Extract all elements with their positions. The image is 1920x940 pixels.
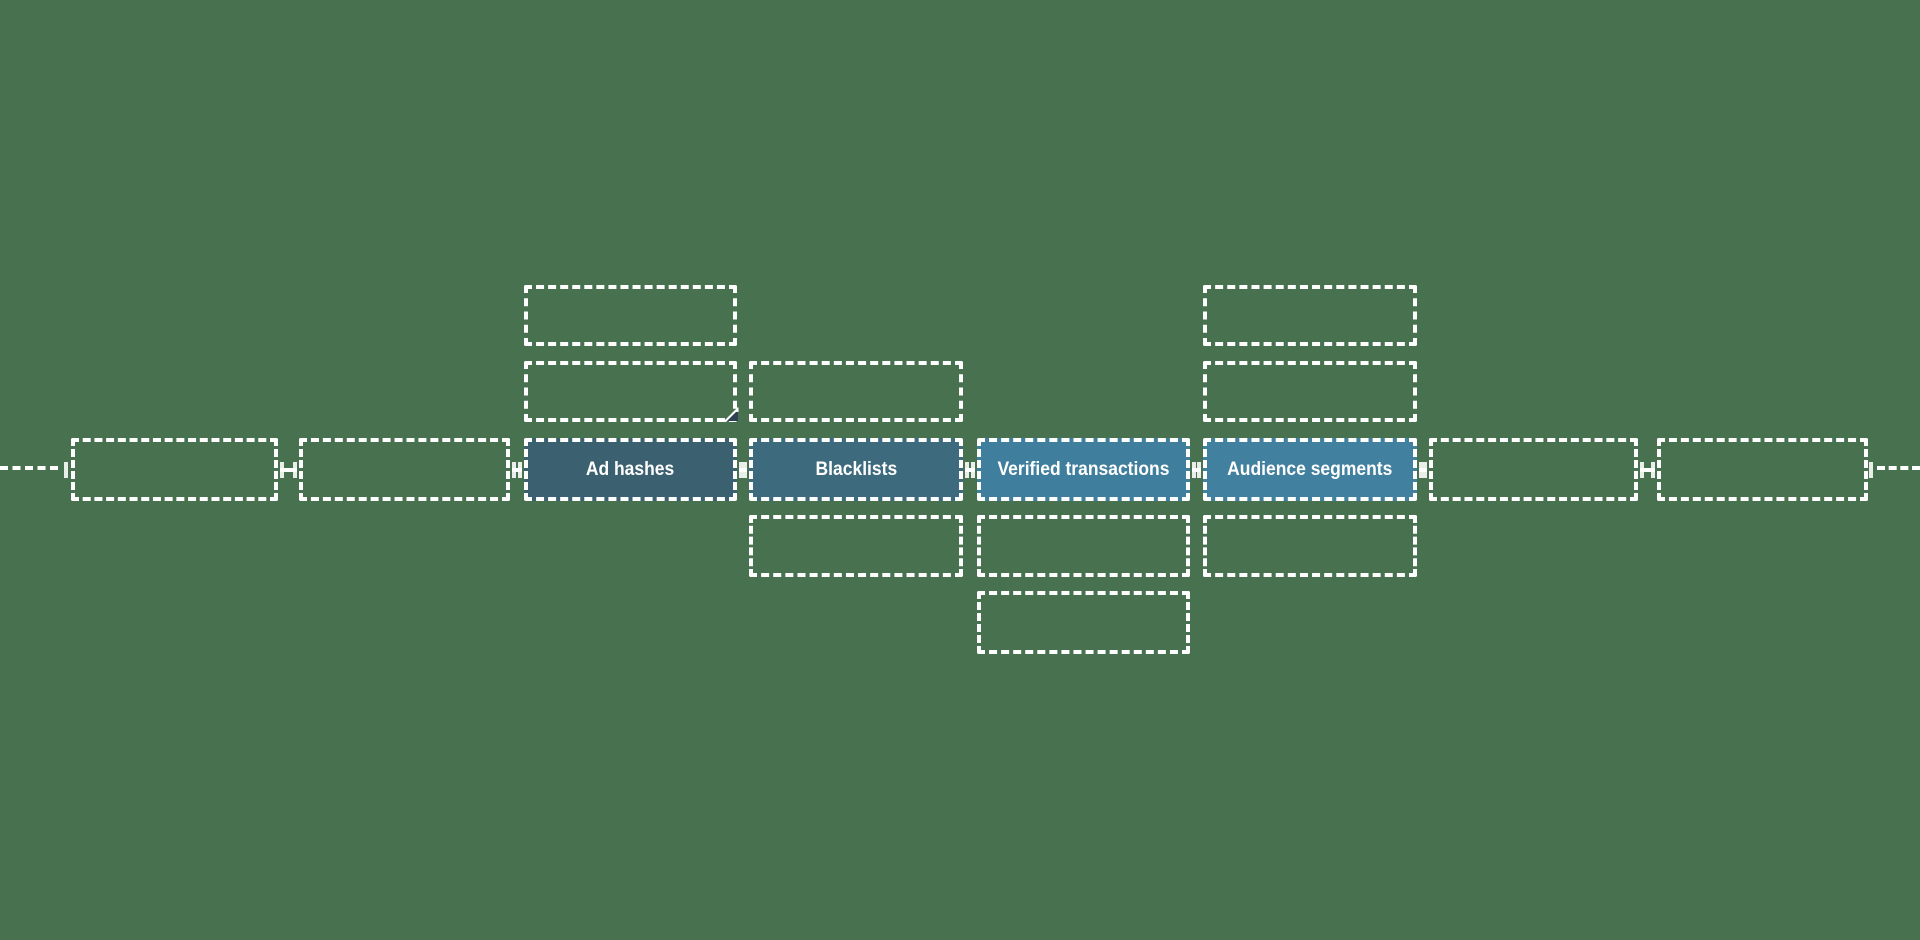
connector-tick: [1423, 462, 1427, 478]
connector-tick: [1651, 462, 1655, 478]
node-placeholder-right-outer[interactable]: [1657, 438, 1868, 501]
branch-above-audience-segments-2[interactable]: [1203, 285, 1417, 346]
node-label: Blacklists: [815, 458, 897, 480]
node-placeholder-right-inner[interactable]: [1429, 438, 1638, 501]
node-placeholder-left-outer[interactable]: [71, 438, 278, 501]
connector-tick: [1197, 462, 1201, 478]
connector-tick: [1640, 462, 1644, 478]
edge-line-exit[interactable]: [1877, 466, 1920, 470]
edge-line-entry[interactable]: [0, 466, 58, 470]
draw-cursor-icon: [724, 407, 739, 423]
branch-below-verified-transactions-2[interactable]: [977, 591, 1190, 654]
branch-above-ad-hashes-2[interactable]: [524, 285, 737, 346]
node-label: Audience segments: [1227, 458, 1393, 480]
node-label: Verified transactions: [997, 458, 1170, 480]
node-ad-hashes[interactable]: Ad hashes: [524, 438, 737, 501]
branch-above-audience-segments-1[interactable]: [1203, 361, 1417, 422]
node-verified-transactions[interactable]: Verified transactions: [977, 438, 1190, 501]
node-blacklists[interactable]: Blacklists: [749, 438, 963, 501]
branch-above-ad-hashes-1[interactable]: [524, 361, 737, 422]
branch-below-blacklists-1[interactable]: [749, 515, 963, 577]
connector-tick: [280, 462, 284, 478]
connector-bar: [280, 468, 297, 472]
connector-tick: [1192, 462, 1196, 478]
connector-bar: [512, 468, 522, 472]
node-audience-segments[interactable]: Audience segments: [1203, 438, 1417, 501]
branch-below-verified-transactions-1[interactable]: [977, 515, 1190, 577]
edge-exit-tick: [1869, 462, 1873, 478]
branch-below-audience-segments-1[interactable]: [1203, 515, 1417, 577]
connector-bar: [1192, 468, 1201, 472]
connector-tick: [1419, 462, 1423, 478]
connector-tick: [518, 462, 522, 478]
branch-above-blacklists-1[interactable]: [749, 361, 963, 422]
connector-bar: [965, 468, 975, 472]
node-label: Ad hashes: [586, 458, 675, 480]
connector-tick: [512, 462, 516, 478]
connector-tick: [293, 462, 297, 478]
connector-tick: [971, 462, 975, 478]
edge-entry-tick: [64, 462, 68, 478]
connector-tick: [739, 462, 743, 478]
connector-tick: [743, 462, 747, 478]
connector-tick: [965, 462, 969, 478]
node-placeholder-left-inner[interactable]: [299, 438, 510, 501]
connector-bar: [1640, 468, 1655, 472]
